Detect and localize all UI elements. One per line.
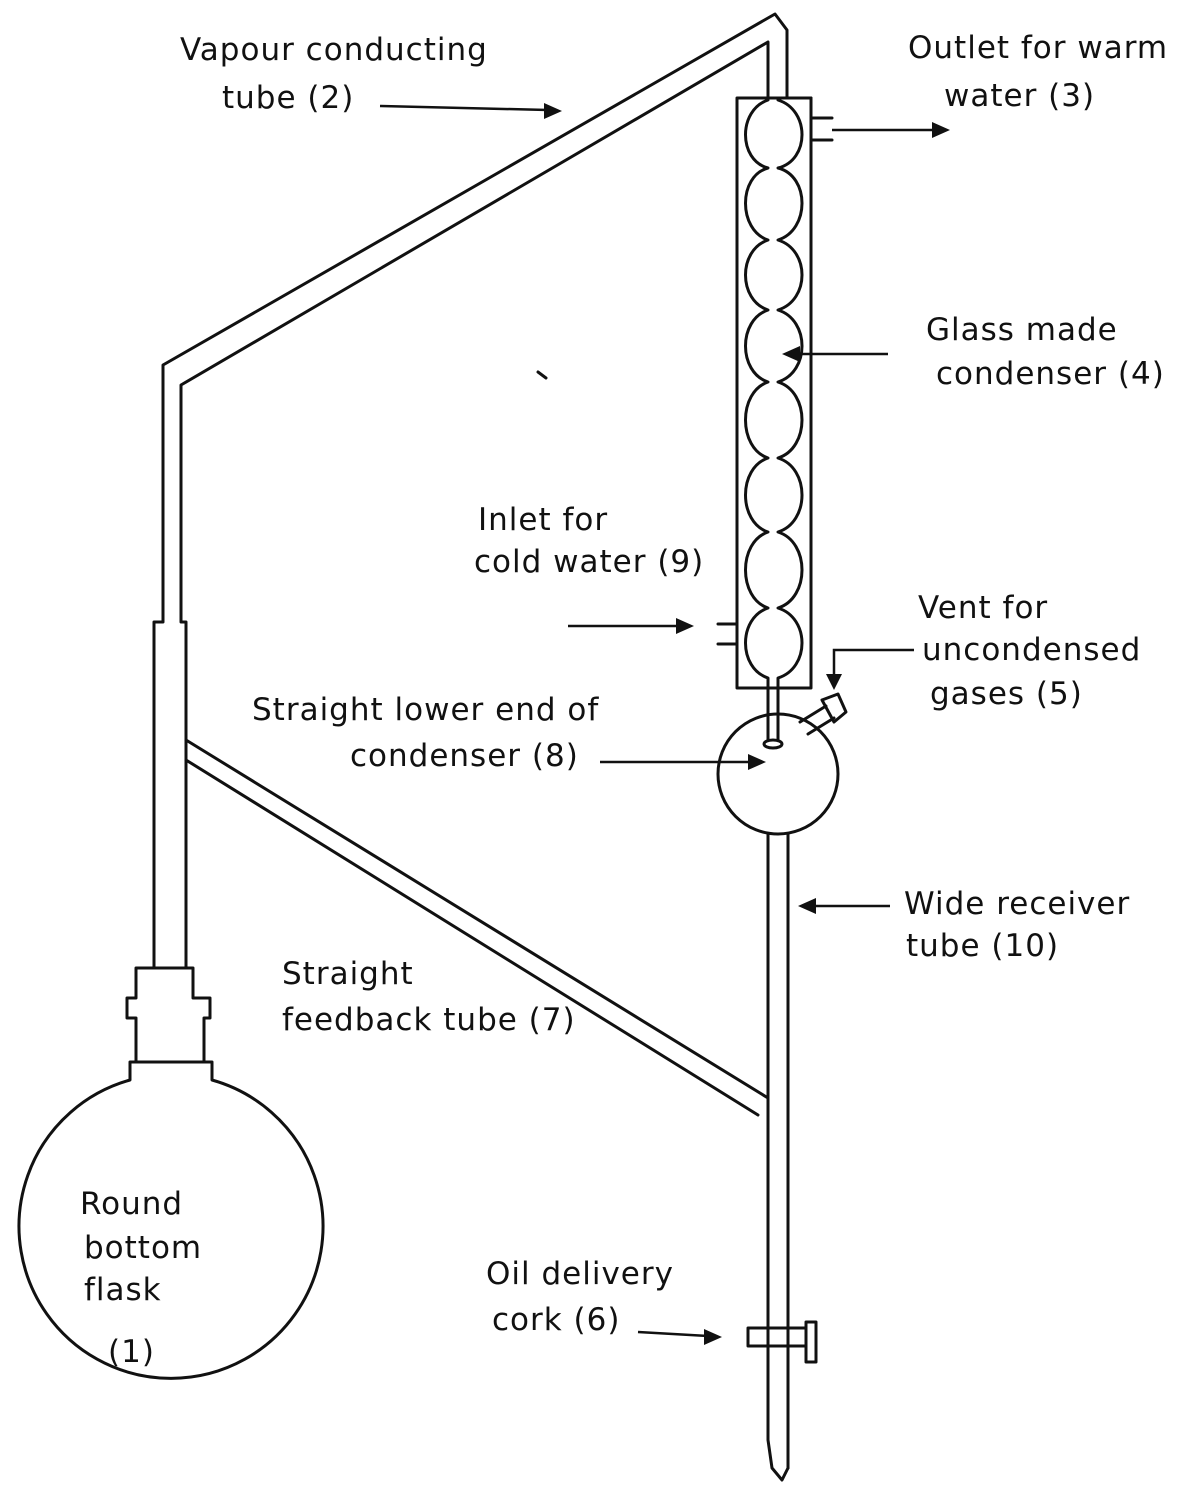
label-straight-lower-end: Straight lower end of condenser (8) [252, 692, 766, 774]
svg-text:gases (5): gases (5) [930, 676, 1083, 712]
svg-text:Straight lower end of: Straight lower end of [252, 692, 599, 728]
svg-text:Outlet for warm: Outlet for warm [908, 30, 1168, 66]
svg-text:condenser (8): condenser (8) [350, 738, 579, 774]
wide-receiver-tube [746, 832, 818, 1482]
label-inlet-cold-water: Inlet for cold water (9) [474, 502, 704, 634]
oil-delivery-cork [746, 1320, 818, 1364]
vapour-conducting-tube [152, 12, 789, 970]
svg-text:tube (2): tube (2) [222, 80, 354, 116]
svg-text:Glass made: Glass made [926, 312, 1118, 348]
svg-text:flask: flask [84, 1272, 162, 1308]
label-vent-uncondensed-gases: Vent for uncondensed gases (5) [826, 590, 1141, 712]
svg-text:uncondensed: uncondensed [922, 632, 1141, 668]
svg-text:condenser (4): condenser (4) [936, 356, 1165, 392]
label-wide-receiver-tube: Wide receiver tube (10) [798, 886, 1130, 964]
svg-text:Round: Round [80, 1186, 183, 1222]
svg-text:cork (6): cork (6) [492, 1302, 620, 1338]
label-straight-feedback-tube: Straight feedback tube (7) [282, 956, 576, 1038]
straight-feedback-tube [184, 738, 770, 1132]
svg-text:Wide receiver: Wide receiver [904, 886, 1130, 922]
svg-text:bottom: bottom [84, 1230, 202, 1266]
speck-mark [536, 370, 548, 380]
label-round-bottom-flask: Round bottom flask (1) [80, 1186, 202, 1370]
svg-text:Straight: Straight [282, 956, 414, 992]
svg-text:water (3): water (3) [944, 78, 1095, 114]
label-oil-delivery-cork: Oil delivery cork (6) [486, 1256, 722, 1345]
svg-text:feedback tube (7): feedback tube (7) [282, 1002, 576, 1038]
label-glass-condenser: Glass made condenser (4) [782, 312, 1165, 392]
label-vapour-conducting-tube: Vapour conducting tube (2) [180, 32, 562, 119]
glass-condenser [716, 96, 834, 750]
svg-text:Inlet for: Inlet for [478, 502, 608, 538]
svg-text:(1): (1) [108, 1334, 155, 1370]
receiver-bulb [716, 692, 848, 836]
svg-text:cold water (9): cold water (9) [474, 544, 704, 580]
svg-text:tube (10): tube (10) [906, 928, 1059, 964]
svg-text:Vent for: Vent for [918, 590, 1048, 626]
round-bottom-flask [17, 966, 325, 1380]
label-outlet-warm-water: Outlet for warm water (3) [832, 30, 1168, 138]
water-jacket [735, 96, 813, 690]
svg-text:Vapour conducting: Vapour conducting [180, 32, 488, 68]
svg-text:Oil delivery: Oil delivery [486, 1256, 674, 1292]
